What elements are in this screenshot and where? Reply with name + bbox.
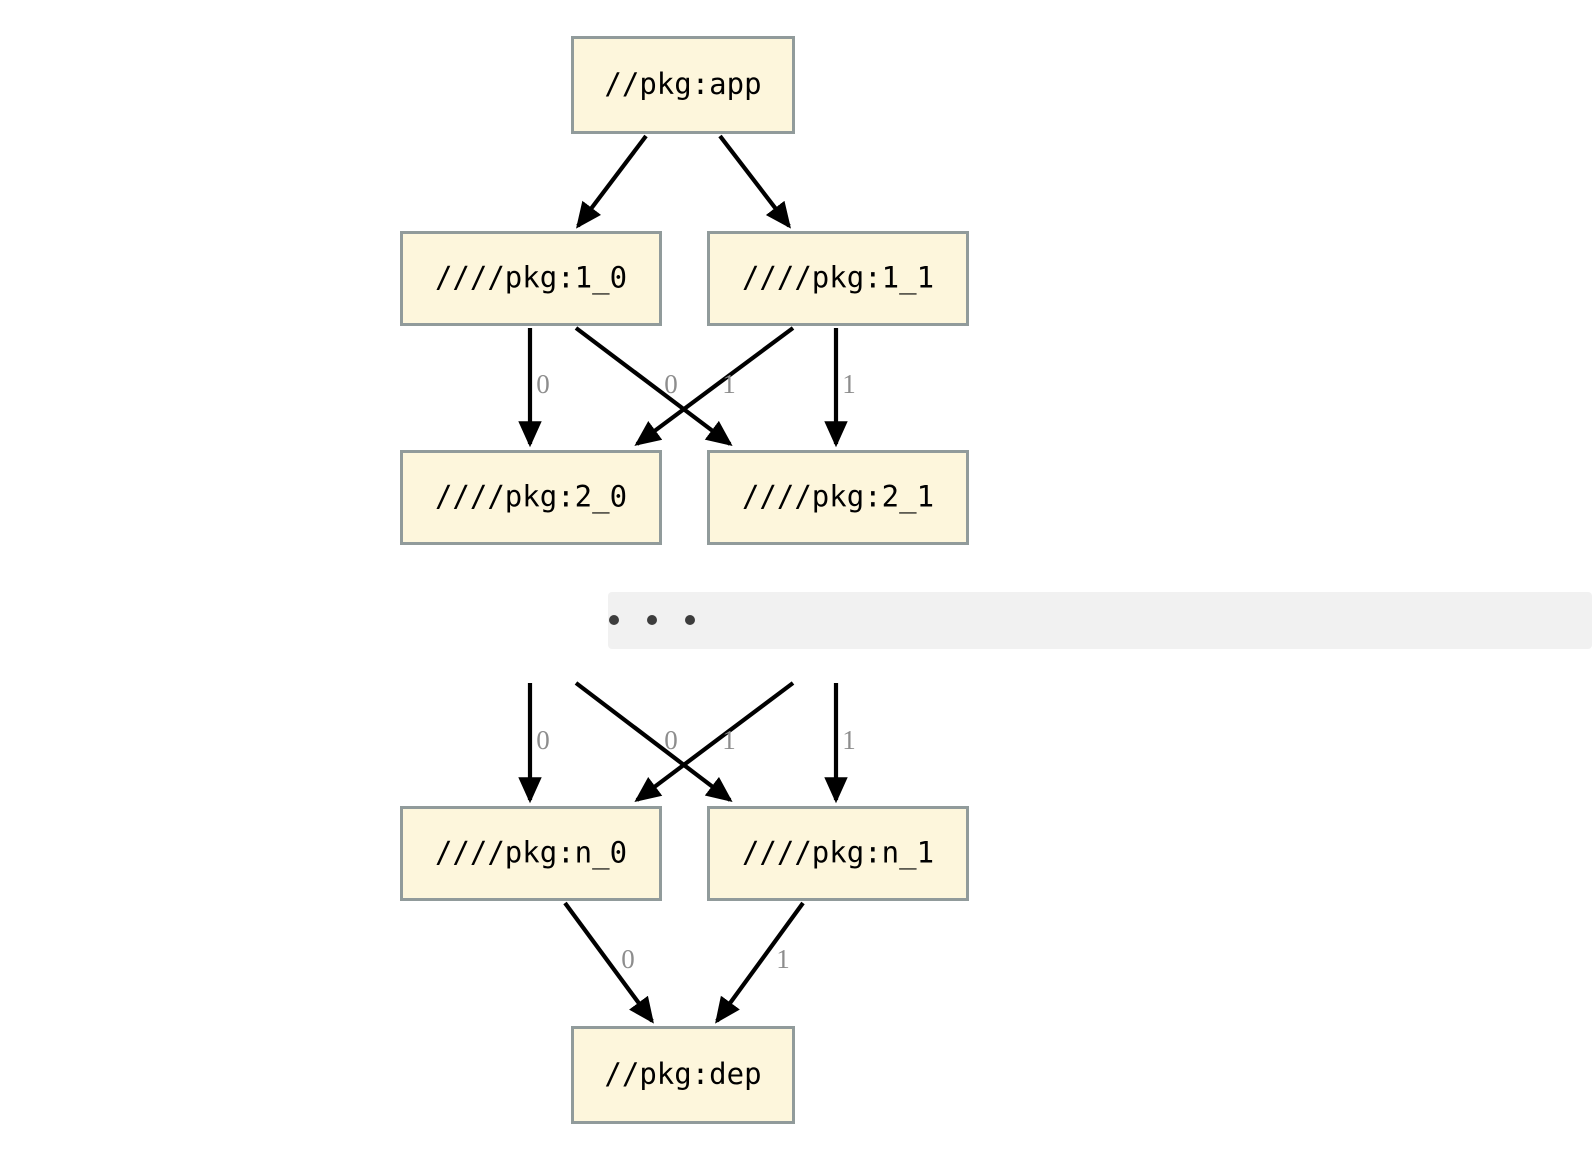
node-n2_0-label: ////pkg:2_0: [435, 480, 627, 515]
edge-nn_0-to-dep: [563, 901, 654, 1024]
edge-src-to-nn_1: [574, 681, 733, 802]
edge-n1_1-to-n2_1-label: 1: [842, 369, 856, 399]
edges-layer: 0 0 1 1 0 0 1 1 0 1: [518, 134, 856, 1024]
node-n1_0[interactable]: ////pkg:1_0: [400, 231, 662, 326]
node-nn_0[interactable]: ////pkg:n_0: [400, 806, 662, 901]
edge-src-to-nn_0-label: 1: [722, 725, 736, 755]
node-n1_0-label: ////pkg:1_0: [435, 261, 627, 296]
node-app-box[interactable]: [571, 36, 795, 134]
node-nn_1[interactable]: ////pkg:n_1: [707, 806, 969, 901]
node-app[interactable]: //pkg:app: [571, 36, 795, 134]
node-nn_1-label: ////pkg:n_1: [742, 836, 934, 871]
node-n1_1-box[interactable]: [707, 231, 969, 326]
ellipsis-separator: [608, 592, 1592, 649]
edge-n1_1-to-n2_0-label: 1: [722, 369, 736, 399]
edge-src-to-nn_1-label: 0: [664, 725, 678, 755]
edge-app-to-n1_0: [576, 134, 648, 229]
edge-nn_1-to-dep: [715, 901, 805, 1024]
edge-n1_0-to-n2_1: [574, 326, 733, 446]
node-nn_1-box[interactable]: [707, 806, 969, 901]
node-n2_0[interactable]: ////pkg:2_0: [400, 450, 662, 545]
edge-n1_0-to-n2_0-label: 0: [536, 369, 550, 399]
node-dep[interactable]: //pkg:dep: [571, 1026, 795, 1124]
ellipsis-dot-2: [685, 615, 695, 625]
node-nn_0-label: ////pkg:n_0: [435, 836, 627, 871]
edge-nn_0-to-dep-label: 0: [621, 944, 635, 974]
edge-n1_1-to-n2_0: [634, 326, 795, 446]
edge-src-to-nn_0: [634, 681, 795, 802]
node-n2_0-box[interactable]: [400, 450, 662, 545]
ellipsis-dot-0: [609, 615, 619, 625]
node-n1_1-label: ////pkg:1_1: [742, 261, 934, 296]
edge-app-to-n1_1: [718, 134, 791, 229]
edge-src-to-nn_1-label: 1: [842, 725, 856, 755]
node-n1_1[interactable]: ////pkg:1_1: [707, 231, 969, 326]
node-n2_1[interactable]: ////pkg:2_1: [707, 450, 969, 545]
node-dep-box[interactable]: [571, 1026, 795, 1124]
ellipsis-dot-1: [647, 615, 657, 625]
node-nn_0-box[interactable]: [400, 806, 662, 901]
edge-n1_0-to-n2_1-label: 0: [664, 369, 678, 399]
node-app-label: //pkg:app: [604, 67, 761, 101]
ellipsis-band: [608, 592, 1592, 649]
node-n1_0-box[interactable]: [400, 231, 662, 326]
node-n2_1-label: ////pkg:2_1: [742, 480, 934, 515]
edge-src-to-nn_0-label: 0: [536, 725, 550, 755]
node-dep-label: //pkg:dep: [604, 1057, 761, 1091]
node-n2_1-box[interactable]: [707, 450, 969, 545]
nodes-layer: //pkg:app ////pkg:1_0 ////pkg:1_1 ////pkg:2…: [400, 36, 969, 1124]
edge-nn_1-to-dep-label: 1: [776, 944, 790, 974]
